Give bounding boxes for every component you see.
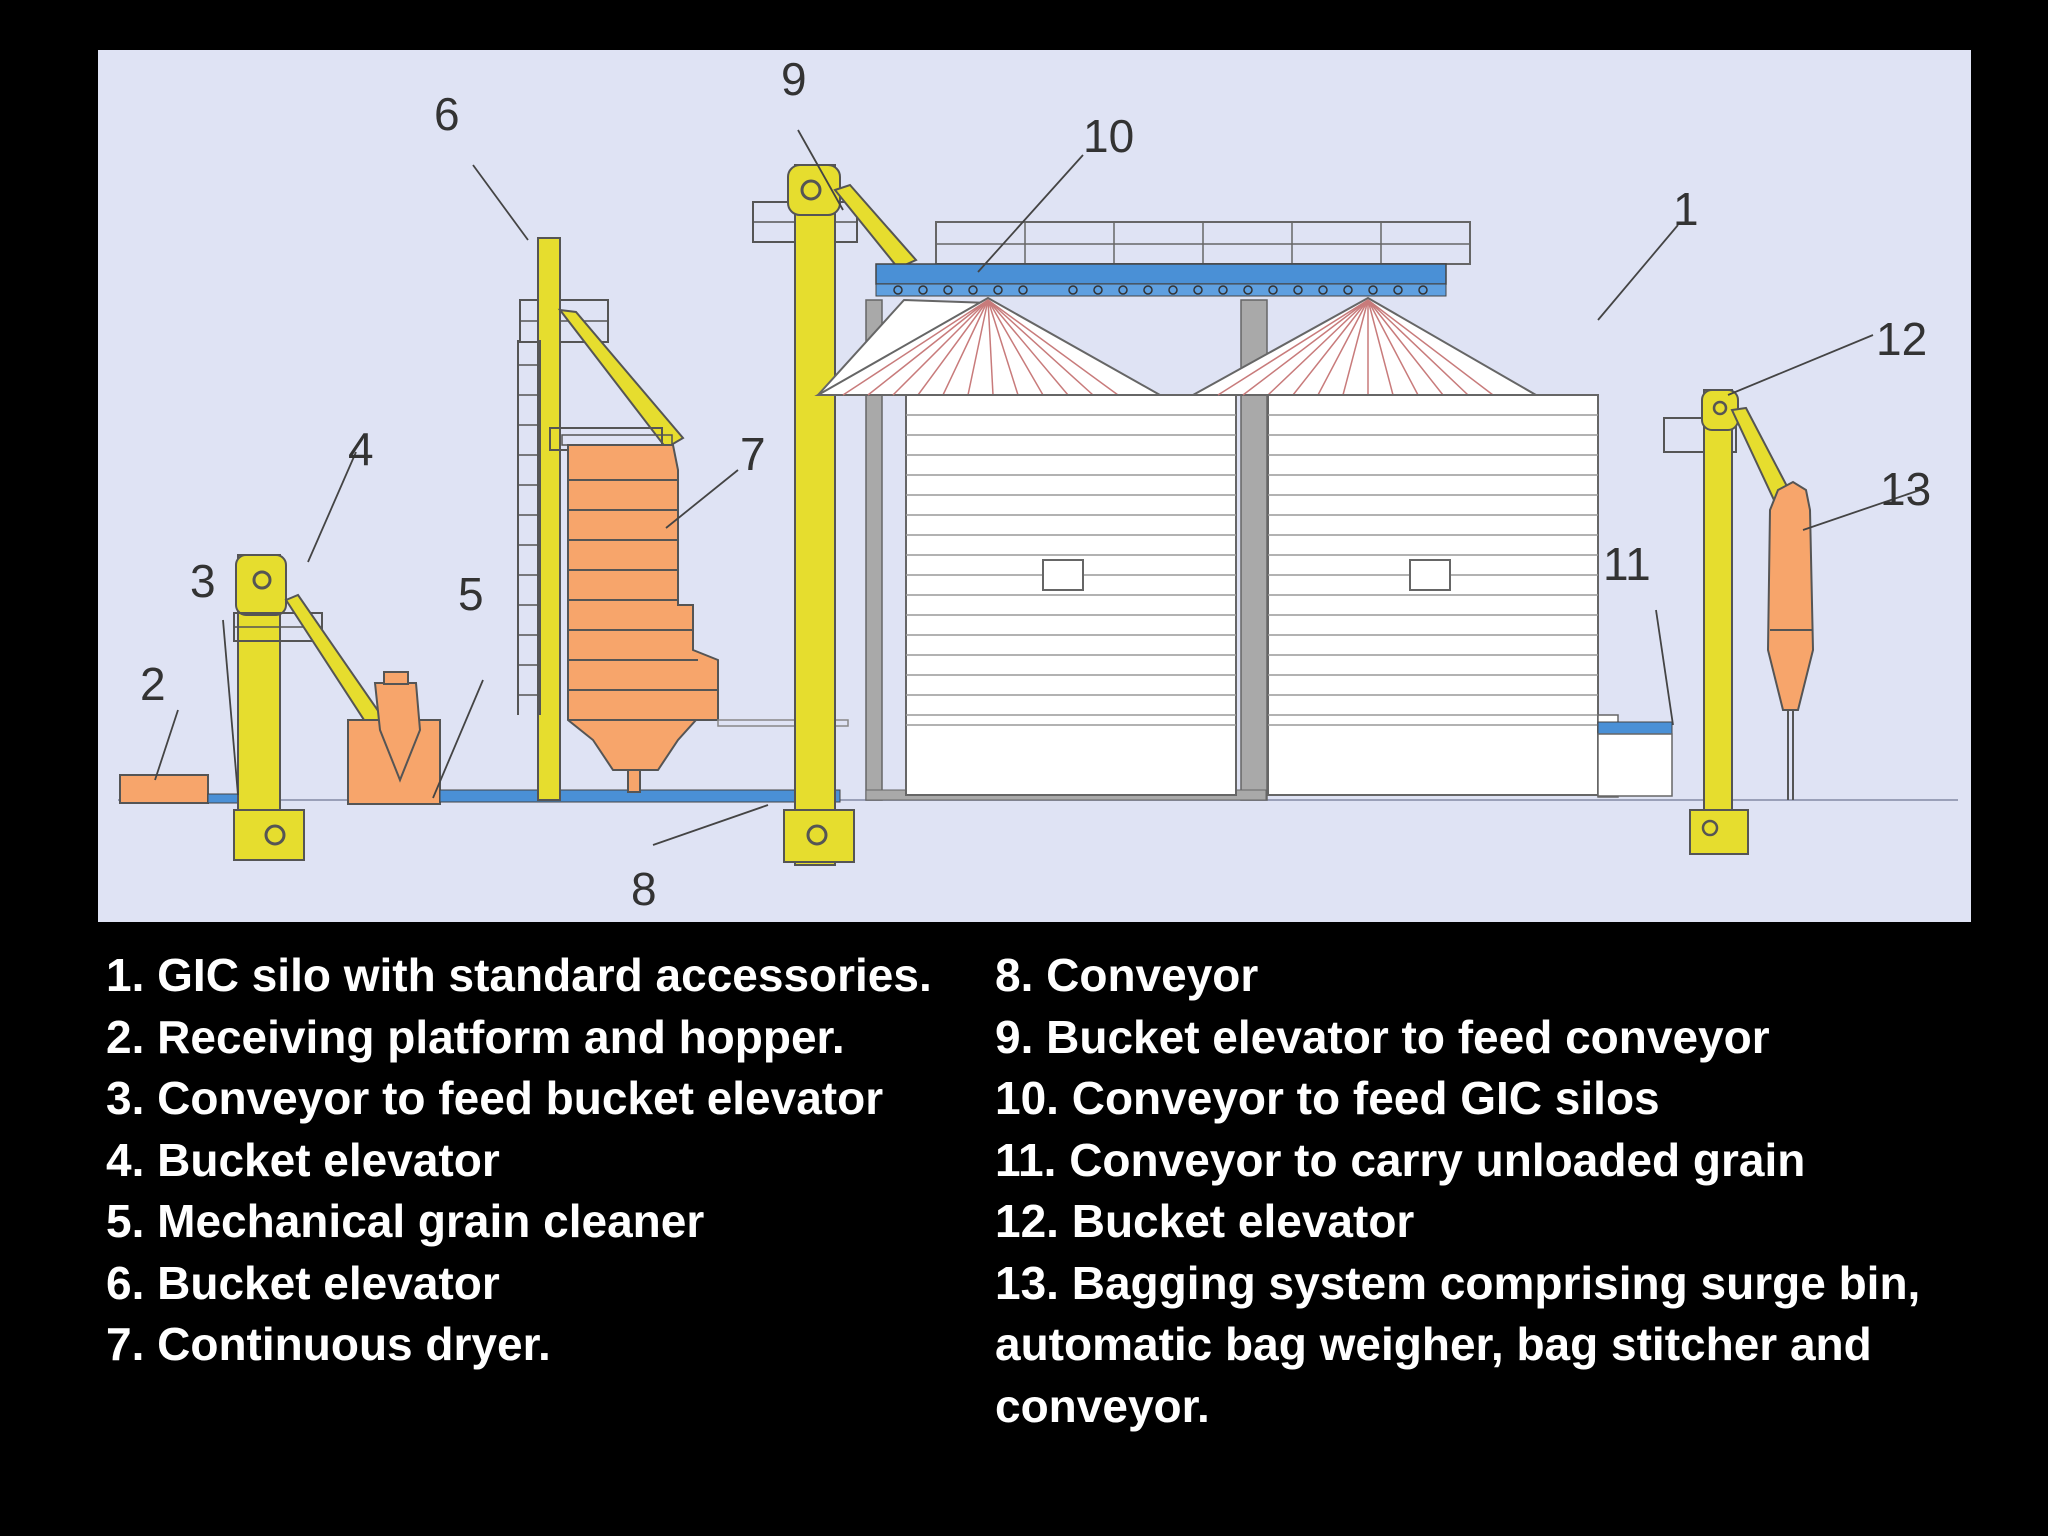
legend-item-4: 4. Bucket elevator xyxy=(106,1133,500,1186)
plant-layout-diagram: 1 2 3 4 5 6 7 8 9 10 11 12 13 xyxy=(98,50,1971,922)
callout-9: 9 xyxy=(781,53,807,105)
legend-item-12: 12. Bucket elevator xyxy=(995,1195,1415,1247)
callout-6: 6 xyxy=(434,88,460,140)
callout-8: 8 xyxy=(631,863,657,915)
legend-item-3: 3. Conveyor to feed bucket elevator xyxy=(106,1072,884,1124)
callout-11: 11 xyxy=(1603,538,1651,590)
callout-5: 5 xyxy=(458,568,484,620)
conveyor-10 xyxy=(875,263,1447,297)
legend-right-column: 8. Conveyor 9. Bucket elevator to feed c… xyxy=(995,945,2035,1437)
leader-lines xyxy=(154,129,1921,846)
legend-item-1: 1. GIC silo with standard accessories. xyxy=(106,949,932,1001)
legend-item-11: 11. Conveyor to carry unloaded grain xyxy=(995,1133,1806,1186)
bucket-elevator-4 xyxy=(233,554,385,861)
bagging-system xyxy=(1766,480,1815,800)
callout-13: 13 xyxy=(1880,463,1931,515)
legend-left-column: 1. GIC silo with standard accessories. 2… xyxy=(106,945,966,1376)
legend-item-7: 7. Continuous dryer. xyxy=(106,1318,551,1370)
callout-10: 10 xyxy=(1083,110,1134,162)
callout-7: 7 xyxy=(740,428,766,480)
grain-cleaner xyxy=(347,671,441,805)
callout-3: 3 xyxy=(190,555,216,607)
continuous-dryer xyxy=(549,427,849,793)
bucket-elevator-12 xyxy=(1663,389,1792,855)
callout-4: 4 xyxy=(348,423,374,475)
gic-silo-right xyxy=(1189,296,1619,798)
legend-item-13: 13. Bagging system comprising surge bin,… xyxy=(995,1256,1921,1432)
legend-item-6: 6. Bucket elevator xyxy=(106,1256,500,1309)
bucket-elevator-6 xyxy=(517,237,685,801)
bucket-elevator-9 xyxy=(752,164,918,866)
legend-item-8: 8. Conveyor xyxy=(995,949,1259,1001)
legend-item-10: 10. Conveyor to feed GIC silos xyxy=(995,1072,1660,1124)
callout-1: 1 xyxy=(1673,183,1699,235)
legend-item-5: 5. Mechanical grain cleaner xyxy=(106,1195,705,1247)
gic-silo-left xyxy=(814,296,1237,796)
callout-2: 2 xyxy=(140,658,166,710)
receiving-platform xyxy=(119,774,209,804)
legend-item-9: 9. Bucket elevator to feed conveyor xyxy=(995,1010,1770,1063)
conveyor-11 xyxy=(1597,721,1673,797)
callout-12: 12 xyxy=(1876,313,1927,365)
legend-item-2: 2. Receiving platform and hopper. xyxy=(106,1010,845,1063)
